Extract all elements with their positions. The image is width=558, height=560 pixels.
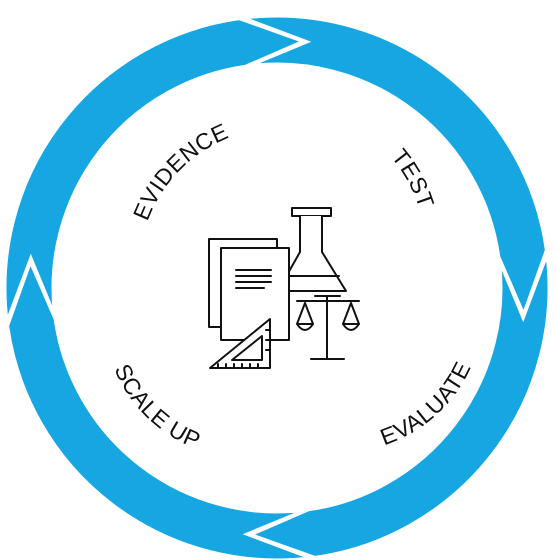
cycle-ring — [3, 14, 551, 560]
ring-segment-evaluate — [246, 254, 551, 559]
ring-segment-test — [243, 14, 548, 319]
balance-scale-icon — [296, 295, 360, 360]
ring-segment-evidence — [3, 17, 308, 322]
ring-segment-scale-up — [6, 257, 311, 560]
flask-icon — [277, 207, 347, 292]
set-square-icon — [209, 318, 271, 369]
stage-label-scale-up: SCALE UP — [109, 360, 204, 454]
center-illustration — [208, 207, 360, 369]
documents-icon — [208, 238, 290, 341]
stage-label-evidence: EVIDENCE — [128, 118, 232, 224]
stage-label-test: TEST — [387, 144, 440, 212]
